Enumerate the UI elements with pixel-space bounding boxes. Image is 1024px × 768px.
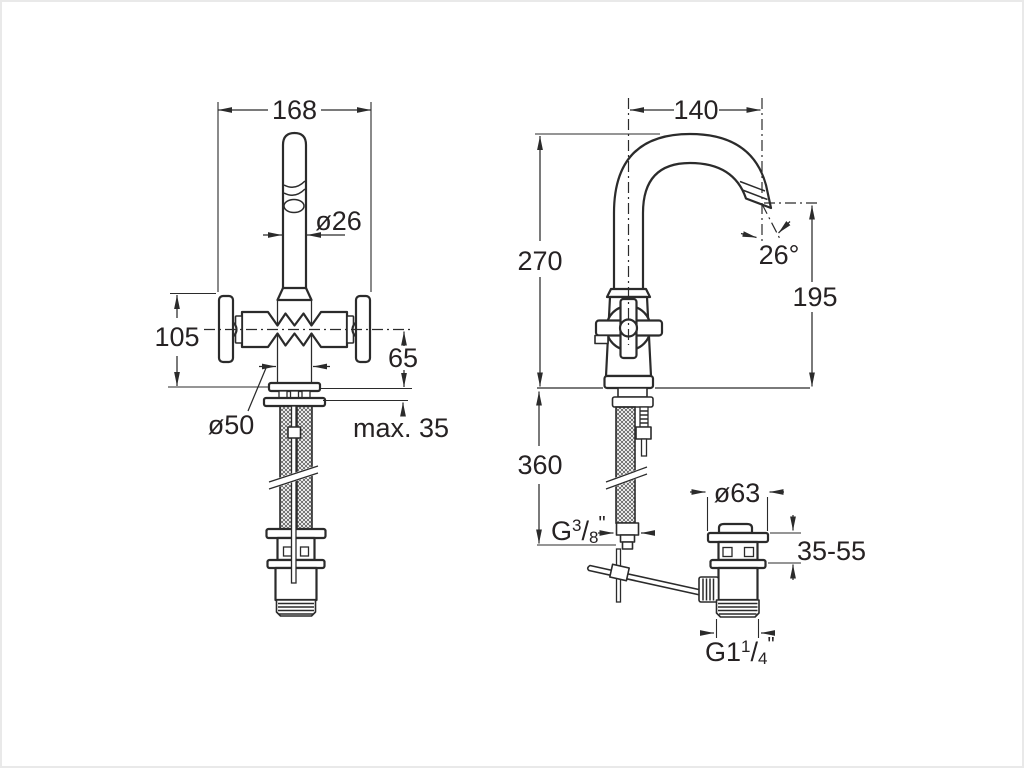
side-base-flange	[603, 374, 655, 390]
dim-max-deck-thickness: max. 35	[353, 413, 449, 443]
dim-body-diameter: ø50	[208, 410, 255, 440]
dim-height-to-handles: 105	[154, 322, 199, 352]
dim-handle-axis-height: 65	[388, 343, 418, 373]
front-spout	[276, 131, 313, 325]
front-popup-rod	[268, 405, 319, 584]
hose-break-lines	[605, 466, 648, 490]
dim-supply-length: 360	[517, 450, 562, 480]
drain-plug-cap	[717, 522, 754, 535]
dim-supply-thread: G3/8"	[551, 513, 606, 547]
side-supply-hose	[615, 406, 636, 524]
front-dimensions: 168 ø26 105 65 max. 35 ø50	[154, 95, 449, 443]
front-body	[234, 310, 355, 383]
side-underdeck	[605, 387, 654, 550]
dim-height-above-deck: 270	[517, 246, 562, 276]
front-base	[262, 381, 327, 408]
drain-flange	[706, 531, 770, 544]
rod-clamp	[608, 563, 631, 582]
side-body	[594, 295, 664, 390]
dim-spout-reach: 140	[673, 95, 718, 125]
dim-drain-flange-diameter: ø63	[714, 478, 761, 508]
side-drain	[698, 522, 770, 618]
side-dimensions: 140 270 195 26° 360 G3/8" ø63	[517, 95, 866, 668]
side-spout	[605, 132, 773, 299]
front-view: 168 ø26 105 65 max. 35 ø50	[154, 95, 449, 617]
dim-overall-width: 168	[272, 95, 317, 125]
dim-spout-diameter: ø26	[315, 206, 362, 236]
drain-knurled-knob	[698, 576, 720, 603]
side-view: 140 270 195 26° 360 G3/8" ø63	[517, 95, 866, 668]
supply-hose-nut	[615, 522, 640, 536]
side-popup-linkage	[586, 548, 702, 603]
dim-outlet-height: 195	[792, 282, 837, 312]
dim-drain-deck-range: 35-55	[797, 536, 866, 566]
hose-break-lines	[268, 465, 319, 490]
dim-outlet-angle: 26°	[759, 240, 800, 270]
dim-drain-thread: G11/4"	[705, 634, 775, 668]
